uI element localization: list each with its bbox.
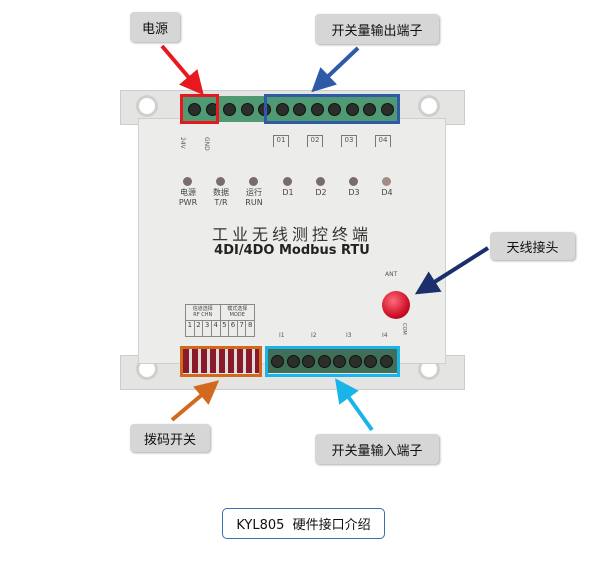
output-label: 02 xyxy=(307,135,323,147)
dip-arrow xyxy=(170,380,220,422)
dip-switch[interactable] xyxy=(183,349,260,373)
mount-hole xyxy=(418,95,440,117)
led-tr xyxy=(216,177,225,186)
led-d1 xyxy=(283,177,292,186)
dip-number: 2 xyxy=(195,321,204,336)
dip-number: 6 xyxy=(229,321,238,336)
device-title-cn: 工业无线测控终端 xyxy=(211,225,372,244)
output-arrow xyxy=(311,46,360,93)
led-d2 xyxy=(316,177,325,186)
antenna-label: ANT xyxy=(385,271,398,278)
led-d4 xyxy=(382,177,391,186)
led-label: D3 xyxy=(348,188,360,197)
output-label: 04 xyxy=(375,135,391,147)
dip-number: 8 xyxy=(247,321,253,329)
callout-output-terminals: 开关量输出端子 xyxy=(315,14,439,44)
led-run xyxy=(249,177,258,186)
antenna-connector xyxy=(382,291,410,319)
antenna-arrow xyxy=(414,246,490,295)
input-terminal-block xyxy=(267,349,397,373)
power-highlight xyxy=(180,94,219,124)
caption: KYL805 硬件接口介绍 xyxy=(222,508,385,539)
dip-number: 5 xyxy=(221,321,230,336)
input-highlight xyxy=(265,346,400,377)
dip-highlight xyxy=(180,346,262,377)
callout-input-terminals: 开关量输入端子 xyxy=(315,434,439,464)
device-title-en: 4DI/4DO Modbus RTU xyxy=(214,243,370,258)
com-label: COM xyxy=(401,323,407,335)
dip-number: 3 xyxy=(203,321,212,336)
output-label: 03 xyxy=(341,135,357,147)
power-arrow xyxy=(160,44,204,96)
output-label: 01 xyxy=(273,135,289,147)
output-terminal-block xyxy=(183,96,399,122)
callout-antenna: 天线接头 xyxy=(490,232,575,260)
input-label: I2 xyxy=(311,332,317,339)
input-label: I3 xyxy=(346,332,352,339)
led-label: D4 xyxy=(381,188,393,197)
dip-number: 1 xyxy=(186,321,195,336)
power-label-24v: 24V xyxy=(179,137,186,149)
callout-dip-switch: 拨码开关 xyxy=(130,424,210,452)
led-pwr xyxy=(183,177,192,186)
led-d3 xyxy=(349,177,358,186)
input-label: I1 xyxy=(279,332,285,339)
input-arrow xyxy=(335,378,374,432)
input-label: I4 xyxy=(382,332,388,339)
callout-power: 电源 xyxy=(130,12,180,42)
dip-number: 7 xyxy=(238,321,247,336)
output-highlight xyxy=(264,94,400,124)
power-label-gnd: GND xyxy=(203,137,210,151)
mount-hole xyxy=(136,95,158,117)
dip-number: 4 xyxy=(212,321,221,336)
led-label: D2 xyxy=(315,188,327,197)
led-label: D1 xyxy=(282,188,294,197)
